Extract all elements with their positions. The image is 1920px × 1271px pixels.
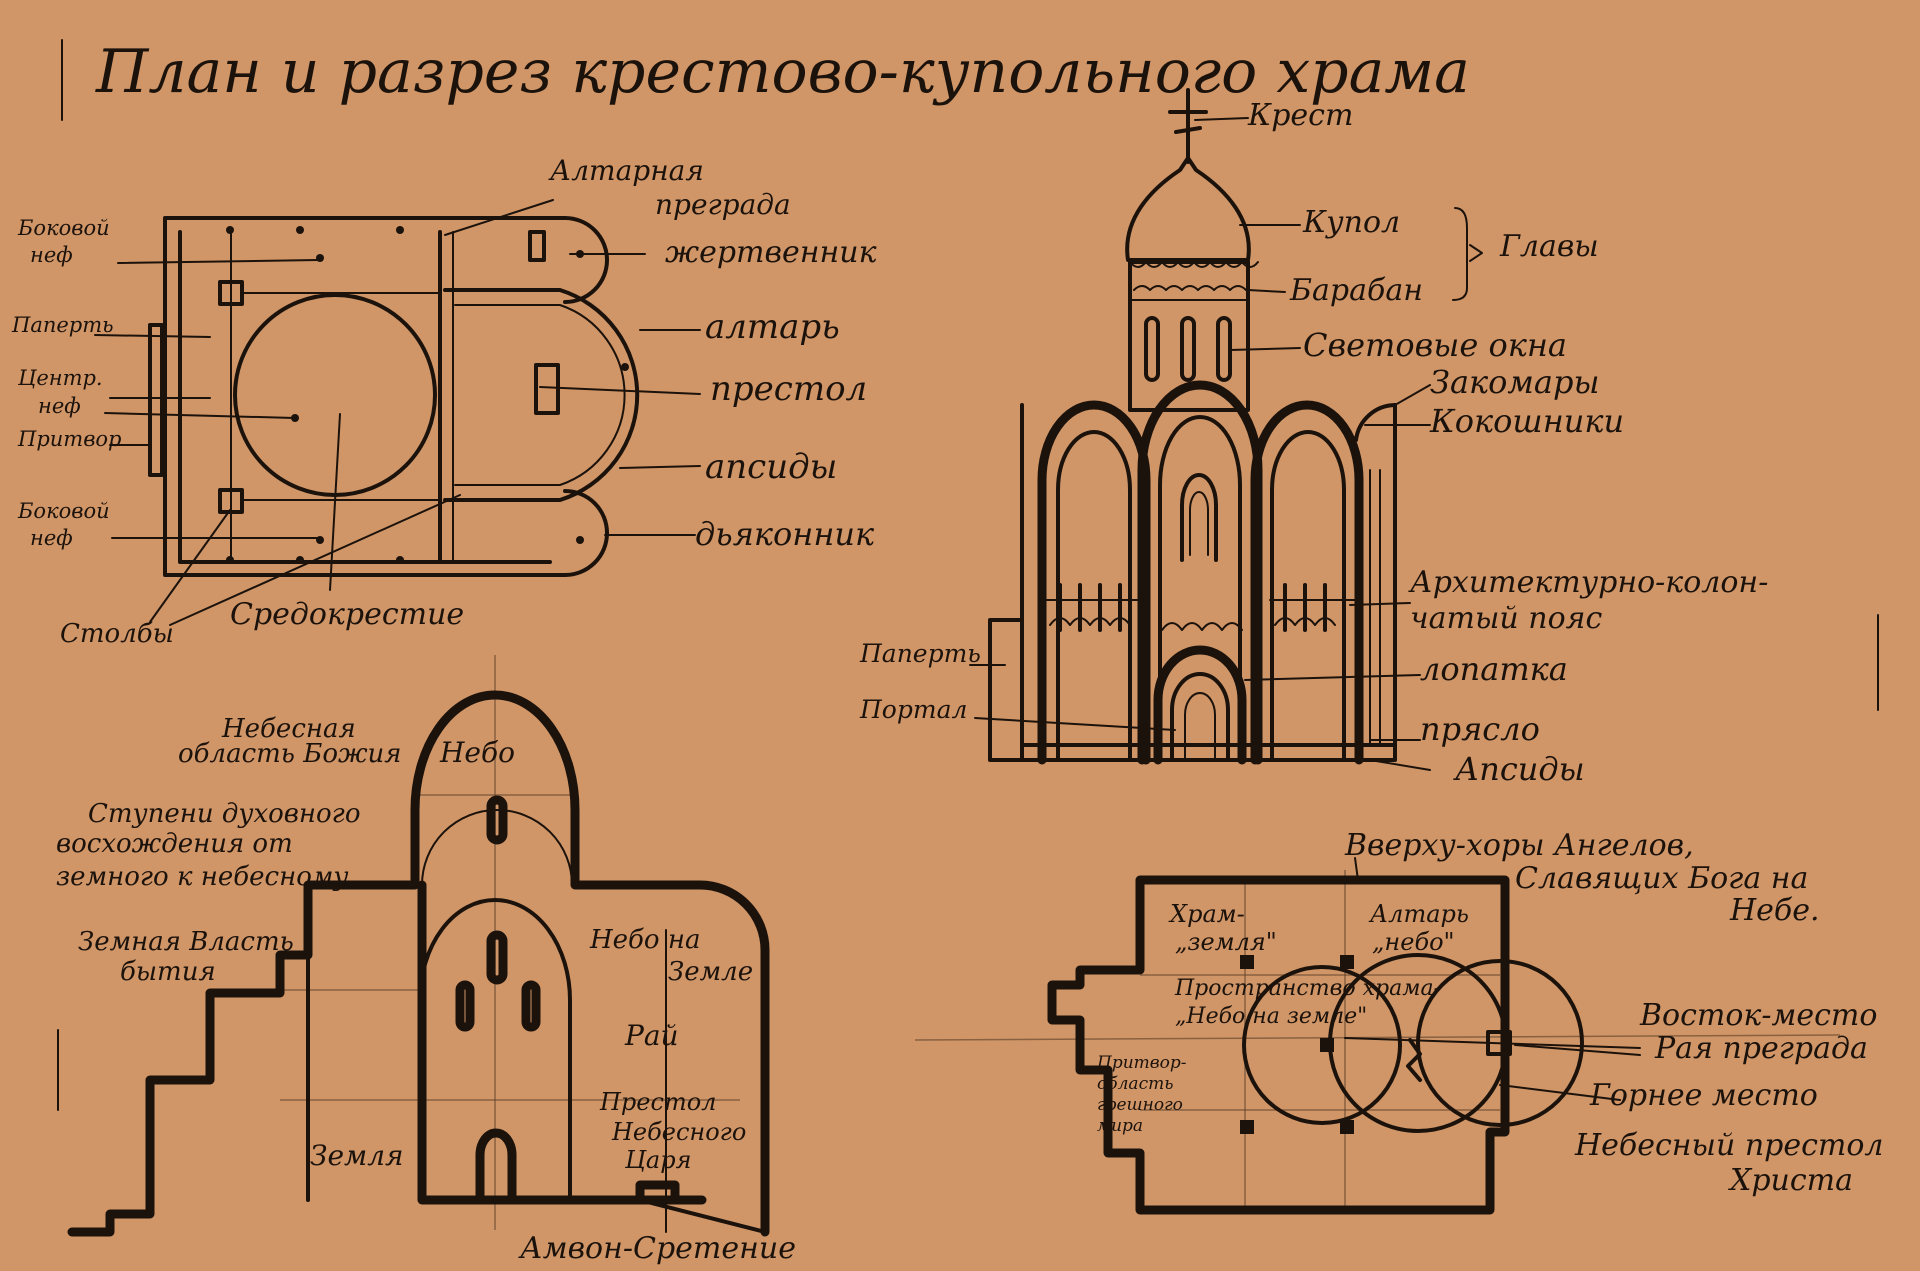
svg-text:Небо на Земле: Небо на Земле <box>589 925 753 987</box>
label-central-nave: Центр. <box>17 366 103 390</box>
label-altar-sky: Алтарь <box>1368 900 1469 928</box>
label-central-nave-2: неф <box>38 394 81 418</box>
label-temple-earth: Храм- <box>1168 900 1245 928</box>
label-pilaster: лопатка <box>1420 650 1568 688</box>
label-crossing: Средокрестие <box>230 597 464 632</box>
label-scheme-throne-2: Христа <box>1728 1163 1853 1198</box>
svg-text:Престол Небесного: Престол Небесного Царя <box>599 1088 754 1174</box>
label-top-note-3: Небе. <box>1729 893 1820 928</box>
label-heaven-on-earth: Пространство храма- <box>1174 976 1441 1001</box>
label-side-nave-bottom: Боковой <box>17 499 110 523</box>
label-earth-life-2: бытия <box>120 957 216 987</box>
label-chapters: Главы <box>1499 229 1599 264</box>
label-east: Восток-место <box>1639 998 1877 1033</box>
label-throne-king: Престол <box>599 1088 716 1116</box>
label-heaven-earth-2: Земле <box>668 957 753 987</box>
label-sky: Небо <box>439 736 515 769</box>
scheme-outline <box>1047 875 1510 1215</box>
label-heaven-region: Небесная <box>221 714 356 744</box>
svg-text:Центр. неф: Центр. неф <box>17 366 109 418</box>
label-narthex-porch: Паперть <box>11 313 114 337</box>
label-temple-earth-2: „земля" <box>1175 928 1277 956</box>
label-high-place: Горнее место <box>1589 1078 1818 1113</box>
label-steps: Ступени духовного <box>88 799 360 829</box>
label-arcature: Архитектурно-колон- <box>1408 565 1768 600</box>
facade-portal <box>1153 645 1247 765</box>
label-altar-screen: Алтарная <box>548 154 704 187</box>
label-paradise: Рай <box>624 1019 679 1052</box>
section-drawing: Небесная область Божия Небо Ступени духо… <box>56 655 796 1266</box>
label-portal: Портал <box>859 695 967 724</box>
label-altar: алтарь <box>705 307 840 347</box>
scheme-circle-right <box>1416 959 1584 1127</box>
label-scheme-narthex-3: грешного <box>1097 1095 1183 1115</box>
label-heaven-earth: Небо на <box>589 925 700 955</box>
label-top-note: Вверху-хоры Ангелов, <box>1344 828 1694 863</box>
label-side-nave-bottom-2: неф <box>30 526 73 550</box>
svg-text:Притвор- область г: Притвор- область грешного мира <box>1096 1053 1192 1136</box>
scheme-circle-left <box>1242 965 1402 1125</box>
facade-dome <box>1125 156 1251 262</box>
label-apses: апсиды <box>705 447 837 487</box>
label-side-nave-top-2: неф <box>30 243 73 267</box>
label-cross: Крест <box>1247 98 1353 133</box>
svg-text:Небесная область Божия: Небесная область Божия <box>178 714 402 769</box>
svg-text:Боковой неф: Боковой неф <box>17 216 116 267</box>
svg-text:Алтарная преграда: Алтарная преграда <box>548 154 791 221</box>
label-side-nave-top: Боковой <box>17 216 110 240</box>
binding-staples <box>57 39 1879 1111</box>
label-altar-sky-2: „небо" <box>1372 928 1455 956</box>
label-windows: Световые окна <box>1303 326 1567 364</box>
label-plinth: прясло <box>1420 710 1540 748</box>
label-heaven-region-2: область Божия <box>178 739 402 769</box>
label-scheme-narthex-2: область <box>1097 1074 1173 1094</box>
label-narthex: Притвор <box>17 427 122 451</box>
label-diaconicon: дьяконник <box>695 515 875 553</box>
page-title: План и разрез крестово-купольного храма <box>95 37 1470 107</box>
label-drum: Барабан <box>1289 273 1423 308</box>
label-scheme-throne: Небесный престол <box>1574 1128 1884 1163</box>
label-throne-king-2: Небесного <box>611 1118 746 1146</box>
label-scheme-narthex-4: мира <box>1097 1116 1143 1136</box>
label-top-note-2: Славящих Бога на <box>1515 861 1808 896</box>
label-heaven-on-earth-2: „Небо на земле" <box>1175 1004 1367 1029</box>
label-steps-2: восхождения от <box>56 829 293 859</box>
label-pillars: Столбы <box>60 619 174 649</box>
label-ambo: Амвон-Сретение <box>518 1231 796 1266</box>
label-dome: Купол <box>1302 205 1400 240</box>
label-east-2: Рая преграда <box>1654 1031 1868 1066</box>
label-earth: Земля <box>310 1139 404 1172</box>
svg-text:Боковой неф: Боковой неф <box>17 499 116 550</box>
label-apse: Апсиды <box>1453 750 1585 788</box>
scheme-drawing: Вверху-хоры Ангелов, Славящих Бога на Не… <box>914 828 1893 1215</box>
svg-text:Ступени духовного восхож: Ступени духовного восхождения от земного… <box>56 799 369 892</box>
label-zakomaras: Закомары <box>1430 363 1600 401</box>
svg-text:Храм- „земля": Храм- „земля" <box>1168 900 1277 956</box>
label-throne-king-3: Царя <box>624 1146 692 1174</box>
svg-text:Земная Власть бытия: Земная Власть бытия <box>78 927 302 987</box>
svg-text:Пространство храма- „Неб: Пространство храма- „Небо на земле" <box>1174 976 1448 1029</box>
label-steps-3: земного к небесному <box>56 862 349 892</box>
svg-text:Восток-место Рая преград: Восток-место Рая преграда <box>1639 998 1887 1066</box>
svg-text:Вверху-хоры Ангелов, Сла: Вверху-хоры Ангелов, Славящих Бога на Не… <box>1344 828 1820 928</box>
label-arcature-2: чатый пояс <box>1410 601 1603 636</box>
facade-drawing: Крест Купол Главы Барабан Световые окна … <box>859 88 1778 788</box>
label-scheme-narthex: Притвор- <box>1096 1053 1187 1073</box>
svg-text:Небесный престол Христа: Небесный престол Христа <box>1574 1128 1893 1198</box>
label-earth-life: Земная Власть <box>78 927 294 957</box>
label-altar-screen-2: преграда <box>655 188 791 221</box>
section-outline <box>67 690 770 1237</box>
facade-body <box>1020 403 1397 762</box>
label-facade-porch: Паперть <box>859 639 981 668</box>
plan-drawing: Боковой неф Паперть Центр. неф Притвор Б… <box>11 154 877 649</box>
label-throne: престол <box>710 369 867 409</box>
label-prothesis: жертвенник <box>665 235 877 270</box>
facade-cross <box>1168 88 1208 164</box>
svg-text:Архитектурно-колон- чаты: Архитектурно-колон- чатый пояс <box>1408 565 1778 636</box>
svg-text:Алтарь „небо": Алтарь „небо" <box>1368 900 1477 956</box>
label-kokoshniks: Кокошники <box>1429 402 1624 440</box>
